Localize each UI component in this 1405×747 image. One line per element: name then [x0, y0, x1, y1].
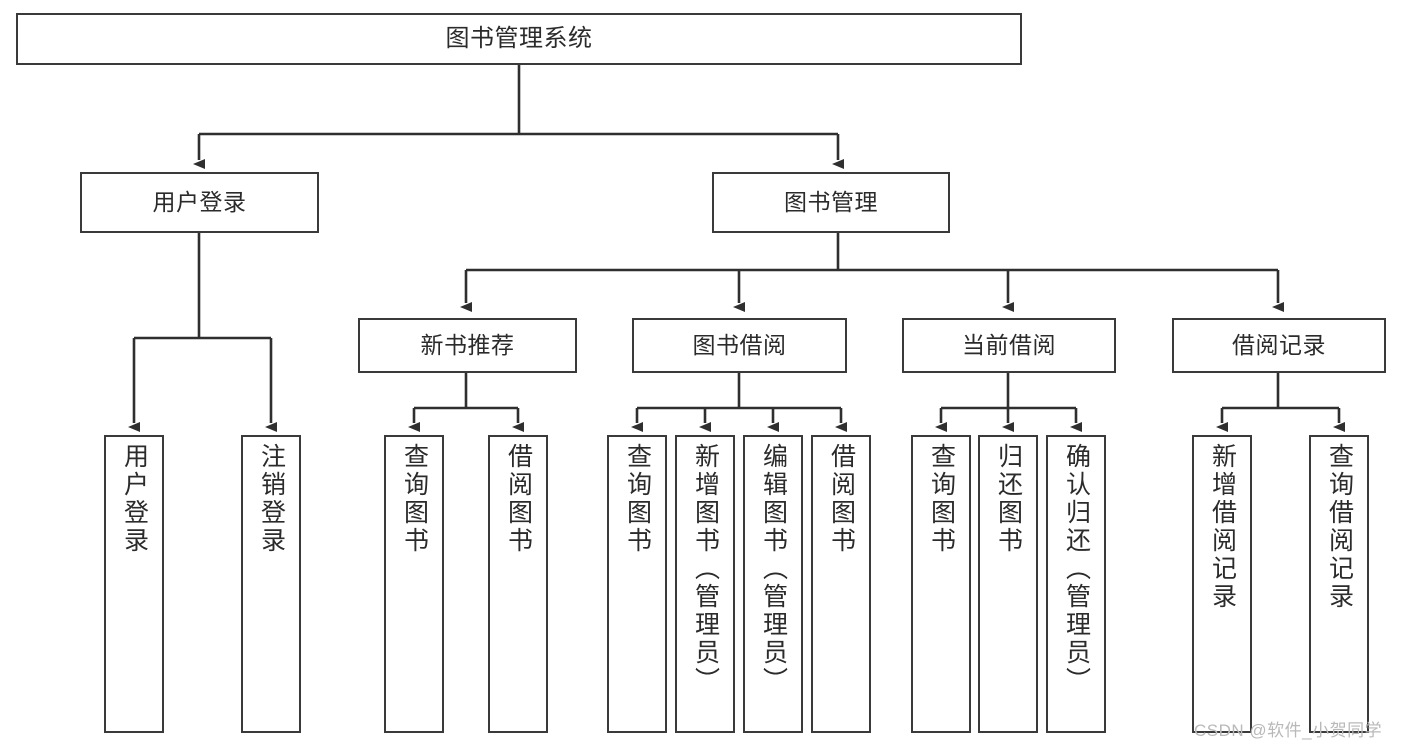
node-label: 确认归还（管理员）: [1062, 443, 1091, 695]
node-label: 借阅记录: [1232, 331, 1326, 358]
leaf-current-borrow-return-books[interactable]: 归还图书: [978, 435, 1038, 733]
leaf-book-borrow-add-book-admin[interactable]: 新增图书（管理员）: [675, 435, 735, 733]
node-label: 借阅图书: [504, 443, 533, 555]
leaf-borrow-record-add-record[interactable]: 新增借阅记录: [1192, 435, 1252, 733]
node-new-book-recommendation[interactable]: 新书推荐: [358, 318, 577, 373]
node-label: 图书管理: [784, 188, 878, 215]
leaf-user-login-logout[interactable]: 注销登录: [241, 435, 301, 733]
node-book-management[interactable]: 图书管理: [712, 172, 950, 233]
node-label: 归还图书: [994, 443, 1023, 555]
node-label: 借阅图书: [827, 443, 856, 555]
leaf-book-borrow-edit-book-admin[interactable]: 编辑图书（管理员）: [743, 435, 803, 733]
node-borrowing-records[interactable]: 借阅记录: [1172, 318, 1386, 373]
leaf-user-login-login[interactable]: 用户登录: [104, 435, 164, 733]
node-label: 查询图书: [623, 443, 652, 555]
node-label: 新增图书（管理员）: [691, 443, 720, 695]
leaf-new-book-query-books[interactable]: 查询图书: [384, 435, 444, 733]
leaf-borrow-record-query-record[interactable]: 查询借阅记录: [1309, 435, 1369, 733]
csdn-watermark: CSDN @软件_小贺同学: [1194, 721, 1383, 740]
node-label: 注销登录: [257, 443, 286, 555]
leaf-book-borrow-query-books[interactable]: 查询图书: [607, 435, 667, 733]
node-label: 图书借阅: [692, 331, 787, 358]
leaf-current-borrow-query-books[interactable]: 查询图书: [911, 435, 971, 733]
leaf-current-borrow-confirm-return-admin[interactable]: 确认归还（管理员）: [1046, 435, 1106, 733]
node-label: 新增借阅记录: [1208, 443, 1237, 611]
node-label: 用户登录: [120, 443, 149, 555]
node-label: 用户登录: [152, 188, 247, 215]
leaf-book-borrow-borrow-books[interactable]: 借阅图书: [811, 435, 871, 733]
node-label: 图书管理系统: [445, 24, 593, 52]
node-label: 当前借阅: [962, 331, 1056, 358]
node-label: 查询借阅记录: [1325, 443, 1354, 611]
leaf-new-book-borrow-books[interactable]: 借阅图书: [488, 435, 548, 733]
node-label: 新书推荐: [420, 331, 515, 358]
node-current-borrowing[interactable]: 当前借阅: [902, 318, 1116, 373]
node-label: 查询图书: [400, 443, 429, 555]
node-user-login[interactable]: 用户登录: [80, 172, 319, 233]
node-label: 查询图书: [927, 443, 956, 555]
node-book-borrowing[interactable]: 图书借阅: [632, 318, 847, 373]
node-root-book-management-system[interactable]: 图书管理系统: [16, 13, 1022, 65]
node-label: 编辑图书（管理员）: [759, 443, 788, 695]
